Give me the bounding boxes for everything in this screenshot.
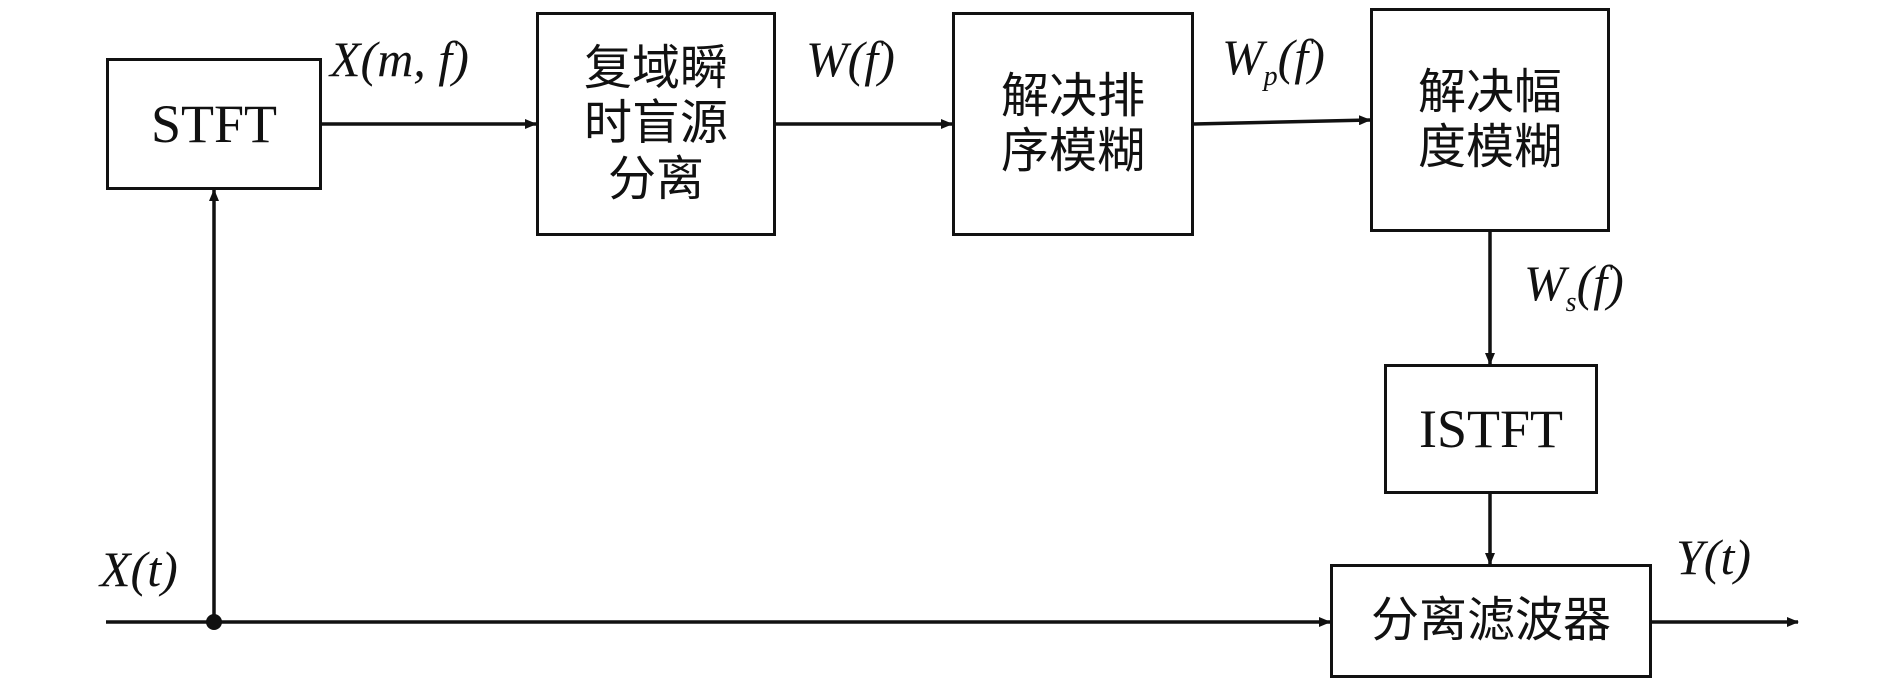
label-amplitude-output: Ws(f) (1524, 254, 1624, 319)
label-input-signal: X(t) (100, 541, 178, 597)
label-permutation-output: Wp(f) (1222, 28, 1325, 93)
arrow-permutation-to-amplitude (1193, 115, 1371, 126)
label-output-signal: Y(t) (1676, 529, 1751, 585)
complex-bss-block: 复域瞬 时盲源 分离 (536, 12, 776, 236)
istft-block: ISTFT (1384, 364, 1598, 494)
label-permutation-output-main: W (1222, 29, 1264, 85)
label-permutation-output-sub: p (1263, 61, 1278, 92)
junction-dot (206, 614, 222, 630)
label-permutation-output-arg: (f) (1277, 29, 1325, 85)
label-amplitude-output-arg: (f) (1576, 255, 1624, 311)
label-amplitude-output-sub: s (1565, 287, 1577, 318)
stft-block: STFT (106, 58, 322, 190)
amplitude-ambiguity-block: 解决幅 度模糊 (1370, 8, 1610, 232)
permutation-ambiguity-block: 解决排 序模糊 (952, 12, 1194, 236)
label-amplitude-output-main: W (1524, 255, 1566, 311)
separation-filter-block: 分离滤波器 (1330, 564, 1652, 678)
label-stft-output: X(m, f) (330, 31, 469, 87)
label-bss-output: W(f) (806, 31, 895, 87)
